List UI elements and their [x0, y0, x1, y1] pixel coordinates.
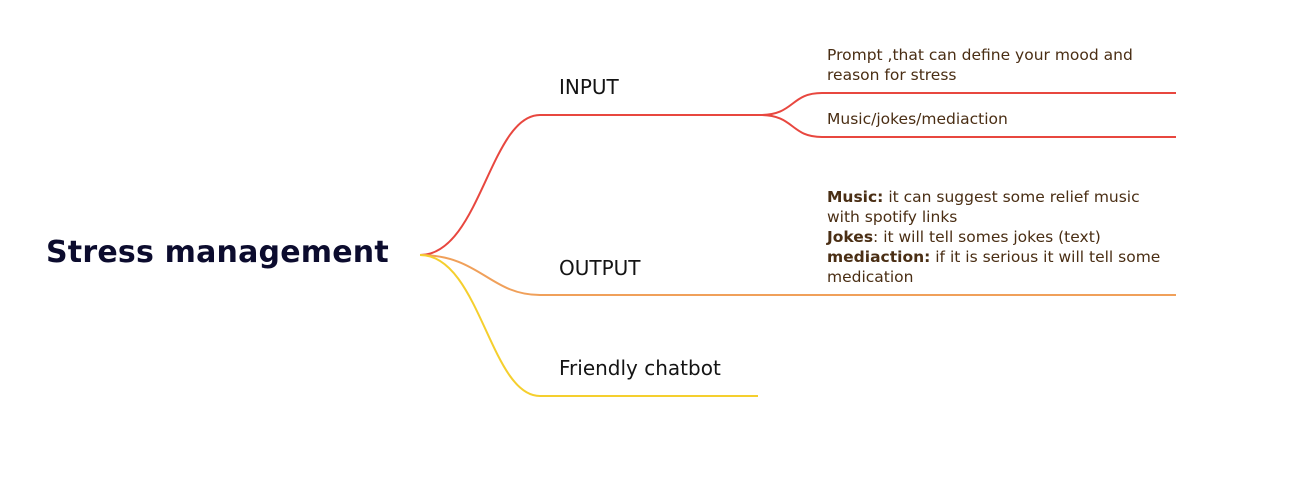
output-detail-mediaction: mediaction: if it is serious it will tel…: [827, 247, 1172, 287]
leaf-prompt[interactable]: Prompt ,that can define your mood and re…: [827, 46, 1133, 84]
connector-input: [419, 114, 760, 256]
leaf-output-details[interactable]: Music: it can suggest some relief music …: [827, 187, 1172, 287]
output-detail-music-text: it can suggest some relief music with sp…: [827, 188, 1140, 226]
connector-output: [419, 254, 1176, 296]
branch-output[interactable]: OUTPUT: [559, 256, 641, 280]
output-detail-jokes-key: Jokes: [827, 228, 874, 246]
branch-input[interactable]: INPUT: [559, 75, 619, 99]
output-detail-music-key: Music:: [827, 188, 884, 206]
root-topic[interactable]: Stress management: [46, 235, 389, 270]
output-detail-mediaction-key: mediaction:: [827, 248, 931, 266]
branch-friendly-chatbot[interactable]: Friendly chatbot: [559, 356, 721, 380]
connector-input-prompt: [759, 92, 1176, 116]
output-detail-music: Music: it can suggest some relief music …: [827, 187, 1172, 227]
connector-input-music: [759, 114, 1176, 138]
connector-chatbot: [419, 254, 758, 397]
leaf-music-jokes[interactable]: Music/jokes/mediaction: [827, 110, 1008, 128]
output-detail-jokes-text: : it will tell somes jokes (text): [873, 228, 1101, 246]
output-detail-jokes: Jokes: it will tell somes jokes (text): [827, 227, 1172, 247]
output-detail-mediaction-text: if it is serious it will tell some medic…: [827, 248, 1161, 286]
